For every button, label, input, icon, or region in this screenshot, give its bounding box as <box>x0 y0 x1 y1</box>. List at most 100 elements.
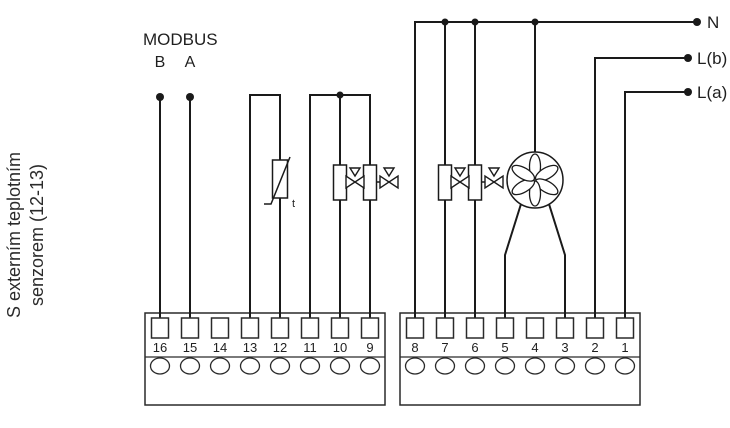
terminal-number: 15 <box>183 340 197 355</box>
terminal-7: 7 <box>434 317 456 375</box>
terminal-number: 16 <box>153 340 167 355</box>
terminal-block-right: 8 7 6 5 4 3 2 <box>404 317 636 375</box>
terminal-clamp <box>360 317 380 339</box>
terminal-13: 13 <box>239 317 261 375</box>
terminal-screw <box>494 357 516 375</box>
neutral-endpoint-dot <box>693 18 701 26</box>
valve-port-icon <box>382 167 396 178</box>
terminal-clamp <box>525 317 545 339</box>
terminal-screw <box>524 357 546 375</box>
terminal-clamp <box>180 317 200 339</box>
wire-line-b <box>594 57 689 319</box>
terminal-number: 1 <box>621 340 628 355</box>
terminal-screw <box>554 357 576 375</box>
thermistor-label: t <box>292 198 295 210</box>
valve-icon <box>345 174 365 190</box>
terminal-number: 8 <box>411 340 418 355</box>
terminal-clamp <box>405 317 425 339</box>
modbus-a-label: A <box>185 54 196 71</box>
terminal-5: 5 <box>494 317 516 375</box>
neutral-label: N <box>707 13 719 32</box>
terminal-screw <box>149 357 171 375</box>
terminal-screw <box>614 357 636 375</box>
terminal-clamp <box>465 317 485 339</box>
terminal-4: 4 <box>524 317 546 375</box>
terminal-screw <box>584 357 606 375</box>
terminal-clamp <box>300 317 320 339</box>
valve-icon <box>450 174 470 190</box>
terminal-8: 8 <box>404 317 426 375</box>
terminal-clamp <box>435 317 455 339</box>
wire-neutral <box>414 21 698 319</box>
side-note-line2: senzorem (12-13) <box>27 164 47 306</box>
terminal-10: 10 <box>329 317 351 375</box>
terminal-clamp <box>210 317 230 339</box>
terminal-number: 4 <box>531 340 538 355</box>
valve-actuator-icon <box>437 164 453 201</box>
valve-group-left <box>332 164 399 201</box>
terminal-1: 1 <box>614 317 636 375</box>
wire-sensor-loop <box>249 94 281 319</box>
terminal-number: 12 <box>273 340 287 355</box>
terminal-screw <box>329 357 351 375</box>
line-a-endpoint-dot <box>684 88 692 96</box>
terminal-number: 14 <box>213 340 227 355</box>
terminal-screw <box>299 357 321 375</box>
fan-blades-icon <box>511 153 559 207</box>
modbus-a-terminal-dot <box>186 93 194 101</box>
neutral-junction-dot-1 <box>441 18 449 26</box>
terminal-screw <box>464 357 486 375</box>
valve-actuator-icon <box>467 164 483 201</box>
terminal-block-left: 16 15 14 13 12 11 10 <box>149 317 381 375</box>
terminal-clamp <box>270 317 290 339</box>
side-note-line1: S externím teplotním <box>4 152 24 318</box>
valve-left-junction-dot <box>336 91 344 99</box>
valve-port-icon <box>487 167 501 178</box>
terminal-screw <box>209 357 231 375</box>
terminal-number: 10 <box>333 340 347 355</box>
terminal-screw <box>179 357 201 375</box>
valve-icon <box>484 174 504 190</box>
terminal-number: 13 <box>243 340 257 355</box>
terminal-screw <box>404 357 426 375</box>
terminal-3: 3 <box>554 317 576 375</box>
terminal-clamp <box>555 317 575 339</box>
fan-symbol <box>506 151 564 209</box>
terminal-clamp <box>330 317 350 339</box>
modbus-title: MODBUS <box>143 30 218 49</box>
terminal-11: 11 <box>299 317 321 375</box>
modbus-b-label: B <box>155 54 166 71</box>
wire-fan-leg-right <box>547 202 566 319</box>
terminal-clamp <box>495 317 515 339</box>
valve-icon <box>379 174 399 190</box>
thermistor-body <box>271 159 289 199</box>
terminal-14: 14 <box>209 317 231 375</box>
line-b-label: L(b) <box>697 49 727 68</box>
terminal-clamp <box>150 317 170 339</box>
terminal-number: 7 <box>441 340 448 355</box>
terminal-clamp <box>615 317 635 339</box>
valve-port-icon <box>348 167 362 178</box>
terminal-screw <box>434 357 456 375</box>
wires <box>159 21 698 319</box>
terminal-clamp <box>585 317 605 339</box>
modbus-b-terminal-dot <box>156 93 164 101</box>
terminal-clamp <box>240 317 260 339</box>
terminal-screw <box>359 357 381 375</box>
terminal-9: 9 <box>359 317 381 375</box>
terminal-6: 6 <box>464 317 486 375</box>
wire-line-a <box>624 91 689 319</box>
terminal-number: 5 <box>501 340 508 355</box>
terminal-15: 15 <box>179 317 201 375</box>
terminal-number: 3 <box>561 340 568 355</box>
neutral-junction-dot-3 <box>531 18 539 26</box>
terminal-number: 9 <box>366 340 373 355</box>
terminal-number: 11 <box>303 340 317 355</box>
terminal-16: 16 <box>149 317 171 375</box>
terminal-number: 2 <box>591 340 598 355</box>
terminal-12: 12 <box>269 317 291 375</box>
line-b-endpoint-dot <box>684 54 692 62</box>
neutral-junction-dot-2 <box>471 18 479 26</box>
